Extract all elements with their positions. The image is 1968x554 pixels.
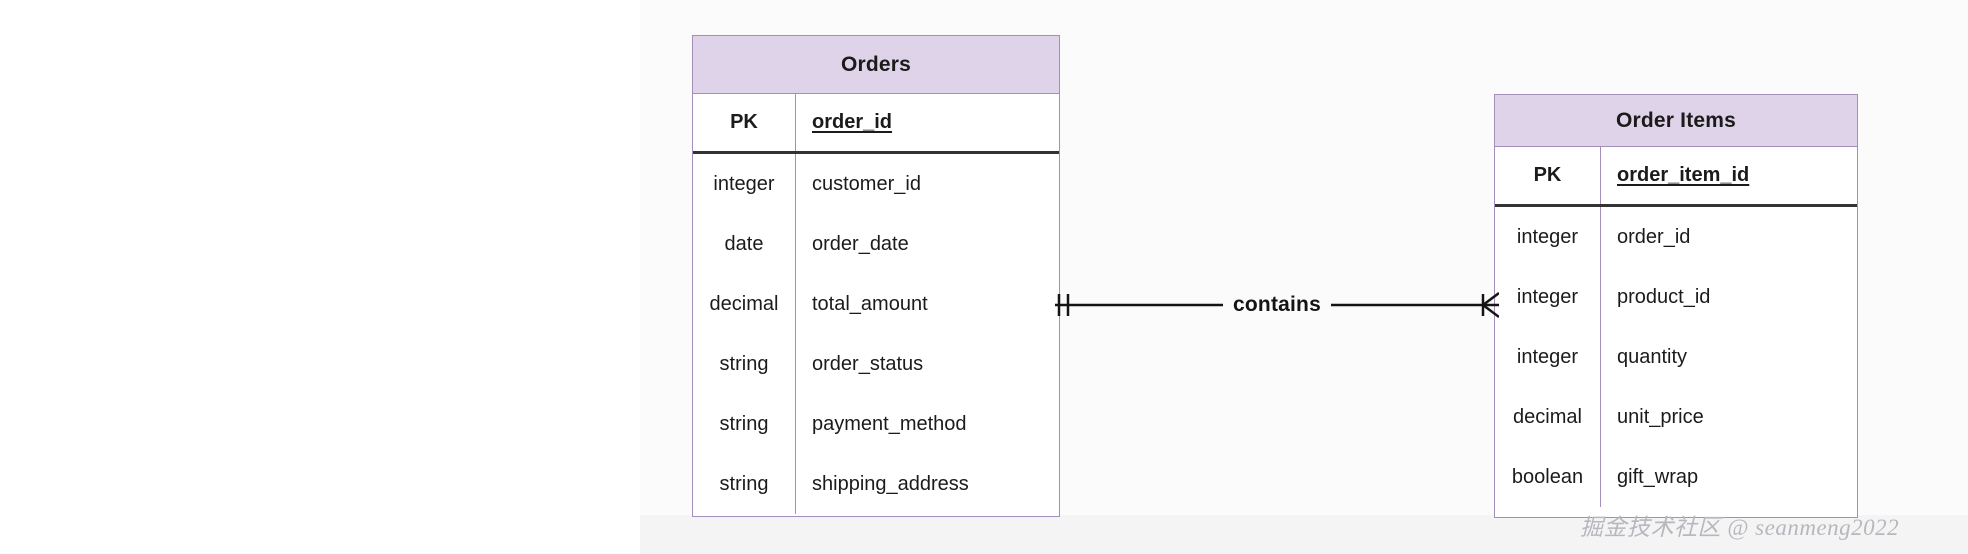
- entity-orders-title: Orders: [693, 36, 1059, 94]
- attribute-type: integer: [1495, 267, 1601, 327]
- cardinality-one-marker: [1057, 294, 1070, 316]
- pk-badge: PK: [693, 94, 796, 151]
- attribute-name: order_id: [1617, 225, 1691, 248]
- attribute-type: date: [693, 214, 796, 274]
- attribute-name: quantity: [1617, 345, 1688, 368]
- table-row[interactable]: integer product_id: [1495, 267, 1857, 327]
- pk-badge: PK: [1495, 147, 1601, 204]
- attribute-type: integer: [693, 154, 796, 214]
- table-row[interactable]: PK order_item_id: [1495, 147, 1857, 207]
- entity-orders[interactable]: Orders PK order_id integer customer_id d…: [692, 35, 1060, 517]
- watermark-text: 掘金技术社区 @ seanmeng2022: [1580, 515, 1900, 540]
- attribute-name: product_id: [1617, 285, 1711, 308]
- table-row[interactable]: decimal total_amount: [693, 274, 1059, 334]
- attribute-type: boolean: [1495, 447, 1601, 507]
- table-row[interactable]: decimal unit_price: [1495, 387, 1857, 447]
- entity-orders-attribute-list: PK order_id integer customer_id date ord…: [693, 94, 1059, 514]
- entity-order-items-title: Order Items: [1495, 95, 1857, 147]
- table-row[interactable]: integer customer_id: [693, 154, 1059, 214]
- attribute-name: payment_method: [812, 412, 967, 435]
- attribute-name: gift_wrap: [1617, 465, 1699, 488]
- attribute-type: string: [693, 334, 796, 394]
- attribute-type: integer: [1495, 327, 1601, 387]
- attribute-type: string: [693, 454, 796, 514]
- table-row[interactable]: date order_date: [693, 214, 1059, 274]
- attribute-name: total_amount: [812, 292, 928, 315]
- relationship-contains[interactable]: contains: [1055, 275, 1499, 335]
- attribute-type: integer: [1495, 207, 1601, 267]
- relationship-line: [1055, 292, 1499, 318]
- attribute-type: decimal: [1495, 387, 1601, 447]
- entity-order-items-attribute-list: PK order_item_id integer order_id intege…: [1495, 147, 1857, 507]
- attribute-name: shipping_address: [812, 472, 969, 495]
- attribute-name: customer_id: [812, 172, 921, 195]
- table-row[interactable]: integer quantity: [1495, 327, 1857, 387]
- table-row[interactable]: string shipping_address: [693, 454, 1059, 514]
- table-row[interactable]: integer order_id: [1495, 207, 1857, 267]
- attribute-name: unit_price: [1617, 405, 1704, 428]
- attribute-type: decimal: [693, 274, 796, 334]
- attribute-type: string: [693, 394, 796, 454]
- pk-field-name: order_id: [812, 111, 893, 133]
- table-row[interactable]: boolean gift_wrap: [1495, 447, 1857, 507]
- entity-order-items[interactable]: Order Items PK order_item_id integer ord…: [1494, 94, 1858, 518]
- attribute-name: order_status: [812, 352, 924, 375]
- table-row[interactable]: PK order_id: [693, 94, 1059, 154]
- cardinality-many-marker: [1481, 292, 1499, 318]
- attribute-name: order_date: [812, 232, 909, 255]
- pk-field-name: order_item_id: [1617, 164, 1750, 186]
- table-row[interactable]: string order_status: [693, 334, 1059, 394]
- diagram-canvas-footer: [640, 515, 1968, 554]
- table-row[interactable]: string payment_method: [693, 394, 1059, 454]
